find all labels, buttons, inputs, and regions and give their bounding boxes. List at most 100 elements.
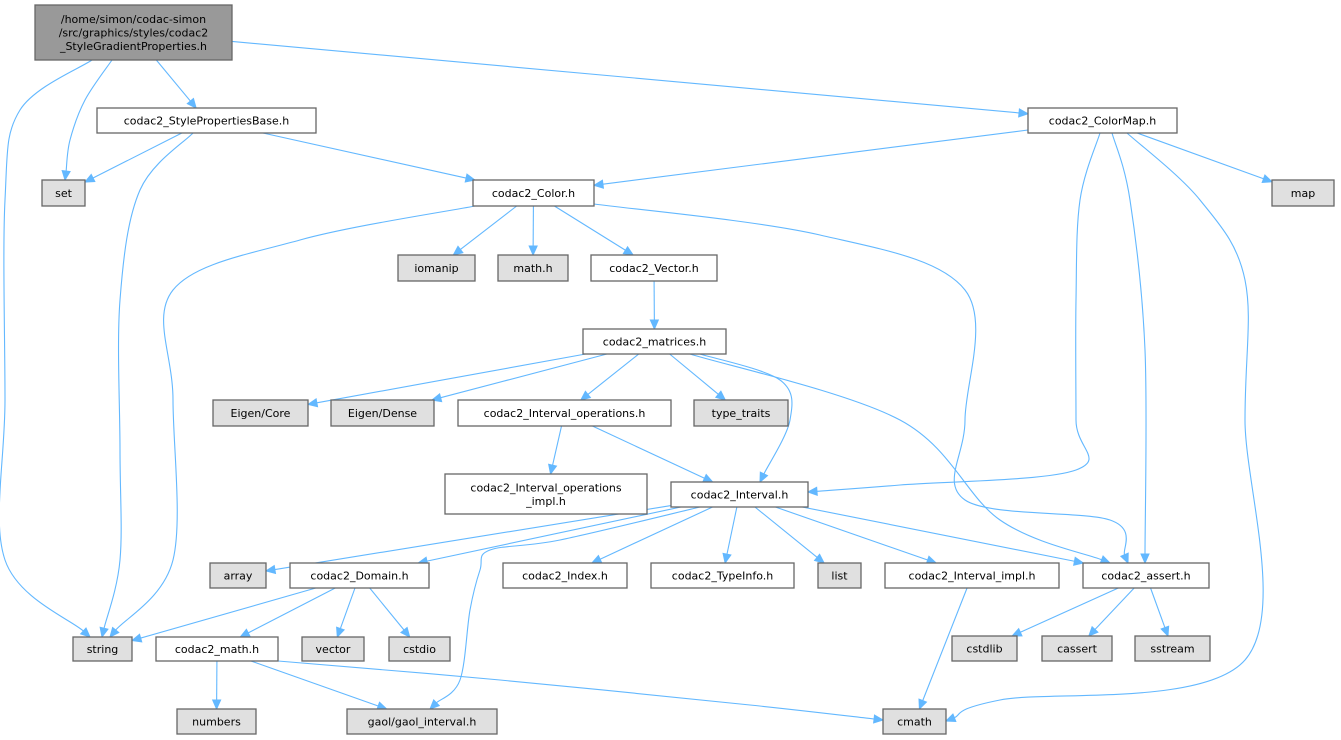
node-math[interactable]: codac2_math.h xyxy=(155,636,279,662)
node-box xyxy=(817,562,862,589)
arrowhead-icon xyxy=(186,97,197,109)
edge-line xyxy=(726,506,738,555)
node-list[interactable]: list xyxy=(817,562,862,589)
arrowhead-icon xyxy=(400,626,411,638)
node-box xyxy=(346,708,498,735)
node-box xyxy=(590,254,718,282)
node-label: cassert xyxy=(1057,643,1098,656)
arrowhead-icon xyxy=(592,179,605,189)
node-label: math.h xyxy=(513,262,552,275)
arrowhead-icon xyxy=(336,626,346,639)
node-spb[interactable]: codac2_StylePropertiesBase.h xyxy=(96,107,317,134)
edge-line xyxy=(140,587,316,639)
arrowhead-icon xyxy=(548,463,558,476)
node-gaol[interactable]: gaol/gaol_interval.h xyxy=(346,708,498,735)
edge-interval-to-domain xyxy=(416,506,681,566)
edge-spb-to-string xyxy=(99,132,194,639)
node-box xyxy=(582,328,727,355)
node-label: /home/simon/codac-simon xyxy=(61,13,206,26)
node-cassert[interactable]: cassert xyxy=(1041,635,1113,662)
node-label: array xyxy=(224,570,253,583)
edge-colormap-to-assert xyxy=(1111,132,1150,565)
edge-line xyxy=(1150,587,1166,628)
node-vectorh[interactable]: codac2_Vector.h xyxy=(590,254,718,282)
node-box xyxy=(330,399,435,427)
edge-vectorh-to-matrices xyxy=(649,280,660,331)
edge-line xyxy=(669,353,719,395)
node-interval[interactable]: codac2_Interval.h xyxy=(670,481,809,508)
edge-line xyxy=(103,132,194,629)
edge-root-to-spb xyxy=(155,59,197,109)
edge-line xyxy=(92,132,183,179)
edge-line xyxy=(954,132,1264,719)
edge-color-to-vectorh xyxy=(554,205,635,256)
node-box xyxy=(1271,179,1335,207)
edge-line xyxy=(316,353,586,404)
edge-matrices-to-typetraits xyxy=(669,353,727,401)
arrowhead-icon xyxy=(944,713,957,723)
node-box xyxy=(212,399,309,427)
node-cmath[interactable]: cmath xyxy=(882,708,947,735)
arrowhead-icon xyxy=(99,626,109,639)
edge-line xyxy=(554,205,626,251)
edge-line xyxy=(587,353,640,395)
node-map[interactable]: map xyxy=(1271,179,1335,207)
node-intopsimpl[interactable]: codac2_Interval_operations_impl.h xyxy=(444,473,648,515)
node-eigencore[interactable]: Eigen/Core xyxy=(212,399,309,427)
edge-line xyxy=(248,587,336,634)
node-root[interactable]: /home/simon/codac-simon/src/graphics/sty… xyxy=(34,4,233,61)
edge-color-to-string xyxy=(109,205,476,638)
arrowhead-icon xyxy=(239,628,251,638)
node-label: numbers xyxy=(192,716,241,729)
edge-matrices-to-intops xyxy=(579,353,640,401)
node-index[interactable]: codac2_Index.h xyxy=(502,562,628,589)
node-typeinfo[interactable]: codac2_TypeInfo.h xyxy=(650,562,795,589)
node-array[interactable]: array xyxy=(209,562,267,589)
edge-colormap-to-cmath xyxy=(944,132,1264,723)
node-eigendense[interactable]: Eigen/Dense xyxy=(330,399,435,427)
node-assert[interactable]: codac2_assert.h xyxy=(1082,562,1210,589)
edge-assert-to-sstream xyxy=(1150,587,1170,638)
node-label: iomanip xyxy=(414,262,458,275)
node-intops[interactable]: codac2_Interval_operations.h xyxy=(457,399,672,427)
node-label: map xyxy=(1291,187,1315,200)
node-box xyxy=(289,562,430,589)
edge-domain-to-string xyxy=(130,587,316,643)
edge-domain-to-vector xyxy=(336,587,356,639)
node-vector[interactable]: vector xyxy=(301,636,365,662)
node-sstream[interactable]: sstream xyxy=(1134,635,1211,662)
node-color[interactable]: codac2_Color.h xyxy=(472,179,595,207)
node-box xyxy=(155,636,279,662)
node-set[interactable]: set xyxy=(41,179,86,207)
node-matrices[interactable]: codac2_matrices.h xyxy=(582,328,727,355)
edge-root-to-string xyxy=(0,59,93,638)
edge-line xyxy=(440,353,608,399)
node-string[interactable]: string xyxy=(72,636,133,662)
node-colormap[interactable]: codac2_ColorMap.h xyxy=(1027,107,1178,134)
edge-line xyxy=(231,40,1020,114)
node-iomanip[interactable]: iomanip xyxy=(397,254,476,282)
node-typetraits[interactable]: type_traits xyxy=(693,399,789,427)
node-box xyxy=(176,708,257,735)
arrowhead-icon xyxy=(649,319,660,331)
node-mathh[interactable]: math.h xyxy=(497,254,569,282)
node-cstdlib[interactable]: cstdlib xyxy=(951,635,1018,662)
node-label: string xyxy=(87,643,119,656)
node-cstdio[interactable]: cstdio xyxy=(388,636,451,662)
node-label: codac2_Domain.h xyxy=(310,570,408,583)
edge-line xyxy=(426,506,681,562)
edge-math-to-cmath xyxy=(277,660,885,724)
edge-matrices-to-eigencore xyxy=(306,353,586,408)
node-label: codac2_Interval_operations.h xyxy=(484,407,646,420)
edge-interval-to-array xyxy=(264,505,672,575)
arrowhead-icon xyxy=(109,626,120,638)
node-box xyxy=(693,399,789,427)
node-numbers[interactable]: numbers xyxy=(176,708,257,735)
arrowhead-icon xyxy=(1119,552,1129,565)
node-label: set xyxy=(55,187,72,200)
node-label: codac2_ColorMap.h xyxy=(1049,115,1156,128)
node-intimpl[interactable]: codac2_Interval_impl.h xyxy=(884,562,1060,589)
node-box xyxy=(209,562,267,589)
node-domain[interactable]: codac2_Domain.h xyxy=(289,562,430,589)
arrowhead-icon xyxy=(579,390,592,401)
